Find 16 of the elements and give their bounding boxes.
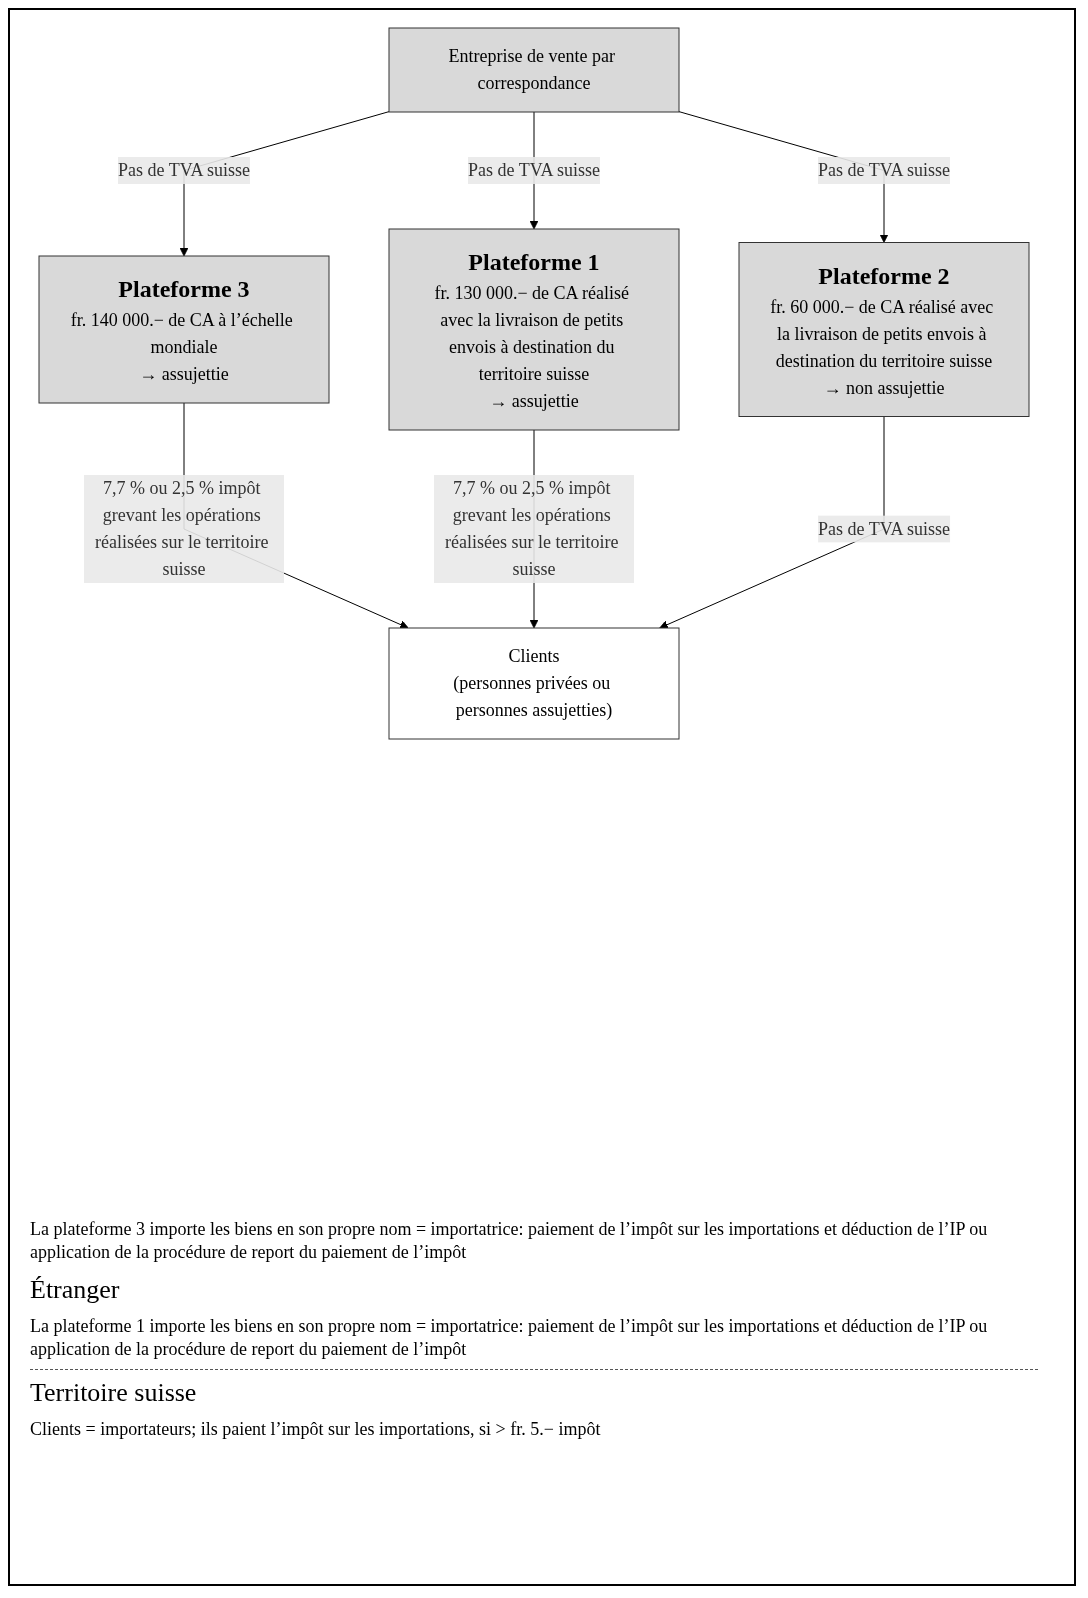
node-box: Plateforme 2 fr. 60 000.− de CA réalisé avec la livraison de petits envois à destination du territoire suisse → non assujettie: [738, 242, 1030, 417]
zone-label: Étranger: [30, 1273, 121, 1306]
edge-label: Pas de TVA suisse: [118, 160, 250, 180]
edge-label: 7,7 % ou 2,5 % impôt grevant les opérations réalisées sur le territoire suisse: [445, 478, 619, 579]
node-box: Clients (personnes privées ou personnes assujetties): [388, 627, 680, 740]
zone-label: Territoire suisse: [30, 1377, 198, 1410]
note-text: La plateforme 1 importe les biens en son propre nom = importatrice: paiement de l’impôt sur les importations et déduction de l’IP ou application de la procédure de report du paiement de l’impôt: [30, 1314, 989, 1361]
edge-label: 7,7 % ou 2,5 % impôt grevant les opérations réalisées sur le territoire suisse: [95, 478, 269, 579]
node-box: Plateforme 3 fr. 140 000.− de CA à l’échelle mondiale → assujettie: [38, 255, 330, 404]
node-box: Plateforme 1 fr. 130 000.− de CA réalisé avec la livraison de petits envois à destination du territoire suisse → assujettie: [388, 228, 680, 431]
edge-label: Pas de TVA suisse: [468, 160, 600, 180]
edge-label: Pas de TVA suisse: [818, 518, 950, 539]
node-box: Entreprise de vente par correspondance: [388, 27, 680, 113]
note-text: Clients = importateurs; ils paient l’impôt sur les importations, si > fr. 5.− impôt: [30, 1418, 602, 1442]
edge-label: Pas de TVA suisse: [818, 160, 950, 180]
note-text: La plateforme 3 importe les biens en son propre nom = importatrice: paiement de l’impôt sur les importations et déduction de l’IP ou application de la procédure de report du paiement de l’impôt: [30, 1218, 989, 1265]
